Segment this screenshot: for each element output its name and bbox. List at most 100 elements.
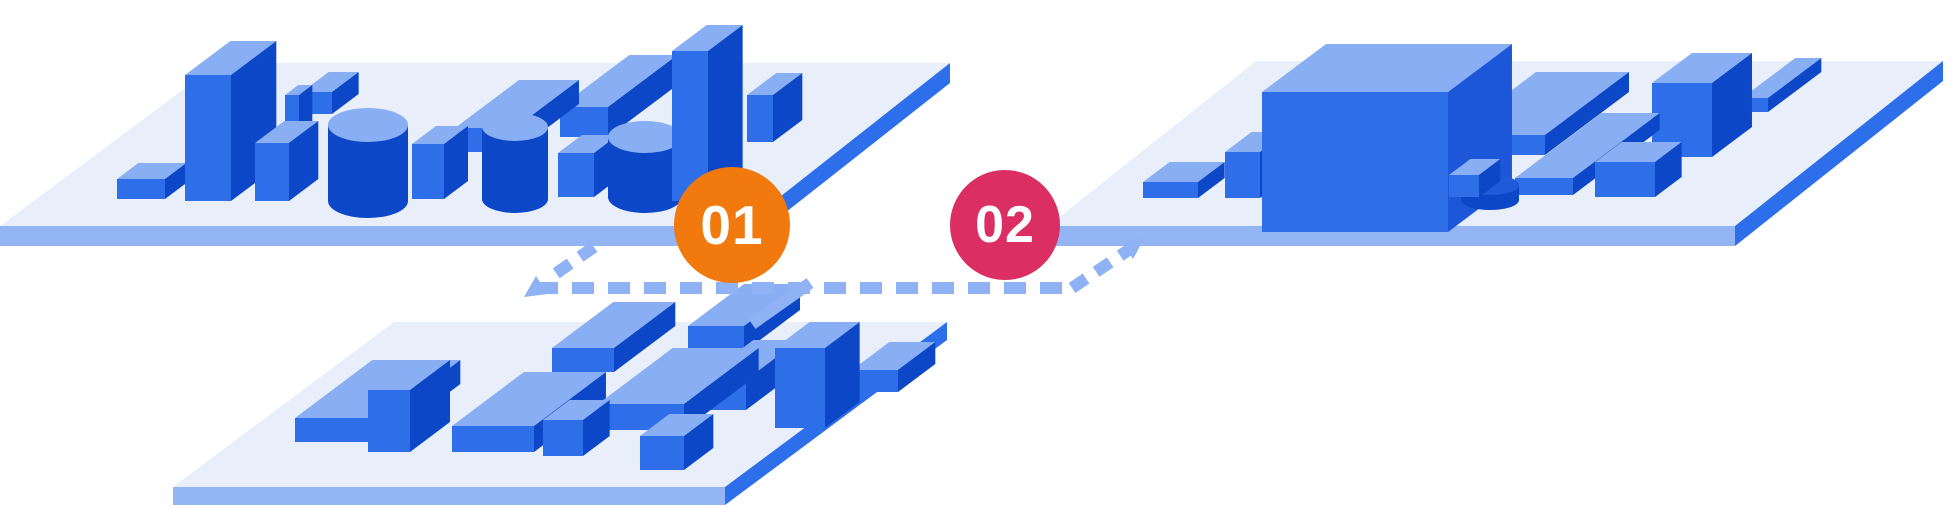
bar-side-face: [898, 342, 936, 392]
dashed-line-to-platform-2: [1068, 244, 1134, 293]
platform-right-edge: [743, 63, 950, 246]
bar-top-face: [552, 302, 676, 348]
bar-top-face: [1515, 113, 1660, 178]
bar-top-face: [852, 342, 936, 370]
bar-front-face: [560, 107, 608, 137]
bar-top-face: [368, 360, 450, 390]
bar-top-face: [1595, 142, 1682, 162]
bar-top-face: [558, 135, 618, 153]
bar-side-face: [825, 322, 860, 428]
bar-front-face: [295, 418, 383, 442]
bar-top-face: [1652, 53, 1752, 83]
bar-top-face: [560, 55, 678, 107]
platform-top-left: [0, 25, 950, 246]
iso-bar: [117, 163, 187, 199]
bar-top-face: [455, 80, 579, 128]
step-badge-1-label: 01: [700, 193, 764, 256]
iso-bar: [1143, 162, 1225, 198]
bar-side-face: [708, 25, 743, 201]
bar-front-face: [1143, 182, 1198, 198]
platform-front-edge: [0, 226, 743, 246]
iso-bar: [747, 73, 803, 142]
iso-bar: [368, 360, 450, 452]
bar-top-face: [1143, 162, 1225, 182]
arrowhead-left: [524, 276, 548, 297]
bar-side-face: [289, 121, 319, 201]
platform-front-edge: [1048, 226, 1735, 246]
iso-cylinder: [482, 113, 548, 213]
bar-side-face: [773, 73, 803, 142]
bar-side-face: [583, 400, 610, 456]
arrowhead-right: [1121, 239, 1144, 259]
cylinder-body: [608, 137, 682, 213]
bar-front-face: [185, 75, 231, 201]
bar-side-face: [410, 360, 450, 452]
dashed-line-to-platform-1: [544, 242, 598, 284]
bar-top-face: [1262, 44, 1512, 92]
iso-cylinder: [328, 108, 408, 218]
bar-side-face: [444, 126, 468, 199]
iso-bar: [775, 322, 860, 428]
bar-side-face: [1545, 72, 1629, 155]
step-badge-1: 01: [674, 167, 790, 283]
solid-link-to-bottom-platform: [748, 278, 814, 329]
bar-side-face: [1655, 142, 1682, 197]
bar-side-face: [1768, 58, 1822, 112]
bar-front-face: [452, 426, 534, 452]
bar-front-face: [368, 390, 410, 452]
cylinder-top-face: [608, 121, 682, 153]
connector-path: [524, 239, 1144, 329]
bar-top-face: [302, 72, 359, 92]
iso-bar: [412, 126, 468, 199]
iso-bar: [672, 25, 743, 201]
bar-front-face: [1652, 83, 1712, 157]
iso-bar: [1595, 142, 1682, 197]
bar-side-face: [684, 348, 759, 430]
bar-front-face: [117, 179, 165, 199]
cylinder-body: [328, 125, 408, 218]
bar-front-face: [412, 144, 444, 199]
bar-front-face: [775, 348, 825, 428]
bar-front-face: [672, 51, 708, 201]
platform-bottom-center: [173, 284, 947, 505]
cylinder-body: [482, 127, 548, 213]
iso-bar: [552, 302, 676, 372]
bar-front-face: [1449, 175, 1479, 197]
bar-front-face: [543, 420, 583, 456]
bar-top-face: [117, 163, 187, 179]
platform-top-right: [1048, 44, 1943, 246]
step-badge-2: 02: [950, 170, 1060, 280]
iso-bar: [185, 41, 277, 201]
bar-front-face: [1262, 92, 1448, 232]
bar-side-face: [608, 55, 678, 137]
iso-bar: [560, 55, 678, 137]
step-badge-2-label: 02: [975, 196, 1035, 254]
iso-cylinder: [608, 121, 682, 213]
platform-front-edge: [173, 487, 725, 505]
bar-top-face: [543, 400, 610, 420]
bar-side-face: [332, 72, 359, 114]
bar-side-face: [1712, 53, 1752, 157]
bar-top-face: [598, 348, 759, 404]
bar-front-face: [558, 153, 594, 197]
bar-front-face: [688, 326, 744, 352]
bar-top-face: [688, 284, 800, 326]
bar-side-face: [684, 414, 714, 470]
bar-front-face: [747, 95, 773, 142]
cylinder-top-face: [482, 113, 548, 141]
iso-bar: [852, 342, 936, 392]
bar-top-face: [1742, 58, 1822, 98]
iso-bar: [255, 121, 319, 201]
bar-front-face: [255, 143, 289, 201]
iso-bar: [640, 414, 714, 470]
bar-side-face: [1198, 162, 1225, 198]
bar-top-face: [640, 414, 714, 436]
bar-side-face: [614, 302, 676, 372]
iso-bar: [1449, 159, 1501, 197]
bar-side-face: [1479, 159, 1501, 197]
bar-front-face: [1515, 178, 1573, 195]
bar-top-face: [747, 73, 803, 95]
bar-front-face: [552, 348, 614, 372]
